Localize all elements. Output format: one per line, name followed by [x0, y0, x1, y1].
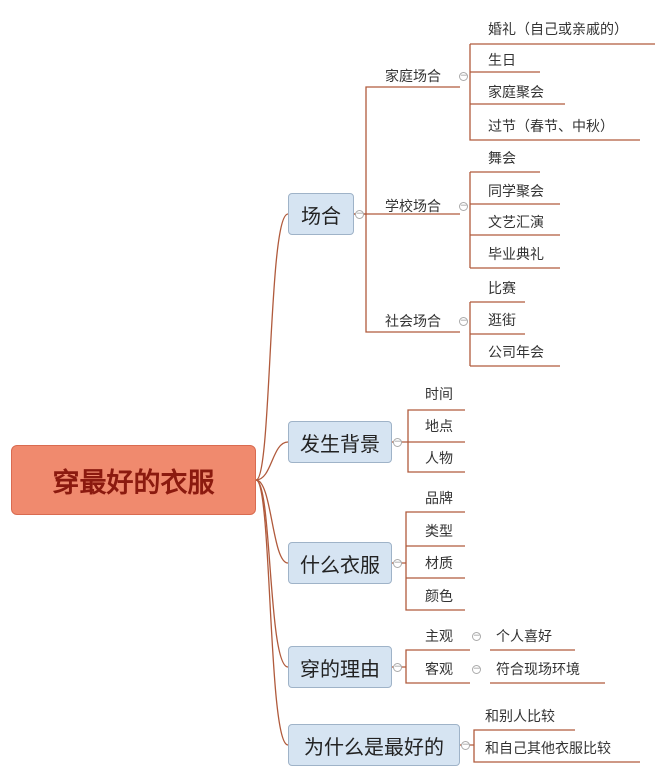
node-beijing[interactable]: 发生背景 [288, 421, 392, 463]
leaf-node[interactable]: 文艺汇演 [488, 215, 544, 231]
connector-root-beijing [255, 441, 289, 481]
leaf-node[interactable]: 舞会 [488, 151, 516, 167]
collapse-icon[interactable] [472, 632, 481, 641]
subnode-shehui[interactable]: 社会场合 [385, 314, 441, 330]
leaf-node[interactable]: 过节（春节、中秋） [488, 119, 614, 135]
leaf-node[interactable]: 地点 [425, 419, 453, 435]
leaf-node[interactable]: 人物 [425, 451, 453, 467]
subnode-zhuguan[interactable]: 主观 [425, 629, 453, 645]
connector-root-liyou [255, 479, 289, 668]
collapse-icon[interactable] [393, 663, 402, 672]
node-yifu[interactable]: 什么衣服 [288, 542, 392, 584]
collapse-icon[interactable] [393, 559, 402, 568]
leaf-node[interactable]: 和自己其他衣服比较 [485, 741, 611, 757]
leaf-node[interactable]: 公司年会 [488, 345, 544, 361]
collapse-icon[interactable] [355, 210, 364, 219]
leaf-node[interactable]: 和别人比较 [485, 709, 555, 725]
connector-shehui-leaves [469, 301, 560, 367]
collapse-icon[interactable] [459, 72, 468, 81]
leaf-node[interactable]: 时间 [425, 387, 453, 403]
node-changhe[interactable]: 场合 [288, 193, 354, 235]
connector-changhe-shehui [365, 214, 460, 333]
subnode-xuexiao[interactable]: 学校场合 [385, 199, 441, 215]
collapse-icon[interactable] [472, 665, 481, 674]
collapse-icon[interactable] [459, 317, 468, 326]
leaf-node[interactable]: 生日 [488, 53, 516, 69]
collapse-icon[interactable] [393, 438, 402, 447]
leaf-node[interactable]: 逛街 [488, 313, 516, 329]
connector-xuexiao-leaves [469, 171, 560, 269]
leaf-node[interactable]: 比赛 [488, 281, 516, 297]
connector-changhe-jiating [354, 86, 460, 215]
leaf-node[interactable]: 家庭聚会 [488, 85, 544, 101]
root-node[interactable]: 穿最好的衣服 [11, 445, 256, 515]
collapse-icon[interactable] [459, 202, 468, 211]
collapse-icon[interactable] [461, 741, 470, 750]
connector-jiating-leaves [469, 43, 655, 141]
node-zuihao[interactable]: 为什么是最好的 [288, 724, 460, 766]
leaf-node[interactable]: 同学聚会 [488, 184, 544, 200]
leaf-node[interactable]: 类型 [425, 524, 453, 540]
connector-root-changhe [255, 213, 289, 481]
connector-root-yifu [255, 479, 289, 564]
leaf-node[interactable]: 符合现场环境 [496, 662, 580, 678]
leaf-node[interactable]: 材质 [425, 556, 453, 572]
leaf-node[interactable]: 个人喜好 [496, 629, 552, 645]
leaf-node[interactable]: 品牌 [425, 491, 453, 507]
leaf-node[interactable]: 毕业典礼 [488, 247, 544, 263]
node-liyou[interactable]: 穿的理由 [288, 646, 392, 688]
leaf-node[interactable]: 婚礼（自己或亲戚的） [488, 22, 628, 38]
subnode-jiating[interactable]: 家庭场合 [385, 69, 441, 85]
subnode-keguan[interactable]: 客观 [425, 662, 453, 678]
connector-root-zuihao [255, 479, 289, 746]
leaf-node[interactable]: 颜色 [425, 589, 453, 605]
